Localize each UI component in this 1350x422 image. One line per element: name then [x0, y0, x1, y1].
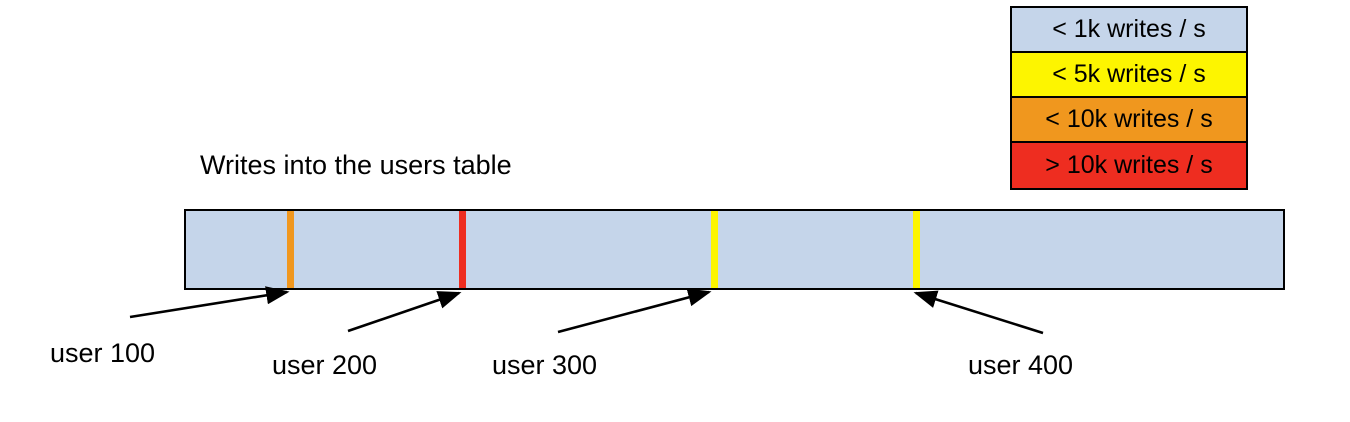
legend-label-lt-1k: < 1k writes / s	[1052, 15, 1206, 43]
callout-label-user-200: user 200	[272, 350, 378, 380]
chart-title: Writes into the users table	[200, 150, 512, 180]
stripe-user-300	[711, 211, 718, 288]
stripe-user-400	[913, 211, 920, 288]
users-table-bar	[184, 209, 1285, 290]
legend-row-lt-5k: < 5k writes / s	[1012, 53, 1246, 98]
callout-label-user-300: user 300	[492, 350, 598, 380]
arrow-user-100	[129, 286, 290, 319]
legend-row-gt-10k: > 10k writes / s	[1012, 143, 1246, 188]
legend-label-lt-5k: < 5k writes / s	[1052, 60, 1206, 88]
legend-row-lt-10k: < 10k writes / s	[1012, 98, 1246, 143]
arrow-user-300	[557, 288, 712, 334]
legend-row-lt-1k: < 1k writes / s	[1012, 8, 1246, 53]
arrow-user-400	[913, 290, 1044, 335]
callout-label-user-100: user 100	[50, 338, 156, 368]
legend-label-lt-10k: < 10k writes / s	[1045, 105, 1213, 133]
stripe-user-200	[459, 211, 466, 288]
stripe-user-100	[287, 211, 294, 288]
callout-label-user-400: user 400	[968, 350, 1074, 380]
legend-label-gt-10k: > 10k writes / s	[1045, 151, 1213, 179]
legend: < 1k writes / s < 5k writes / s < 10k wr…	[1010, 6, 1248, 190]
arrow-user-200	[347, 291, 462, 333]
